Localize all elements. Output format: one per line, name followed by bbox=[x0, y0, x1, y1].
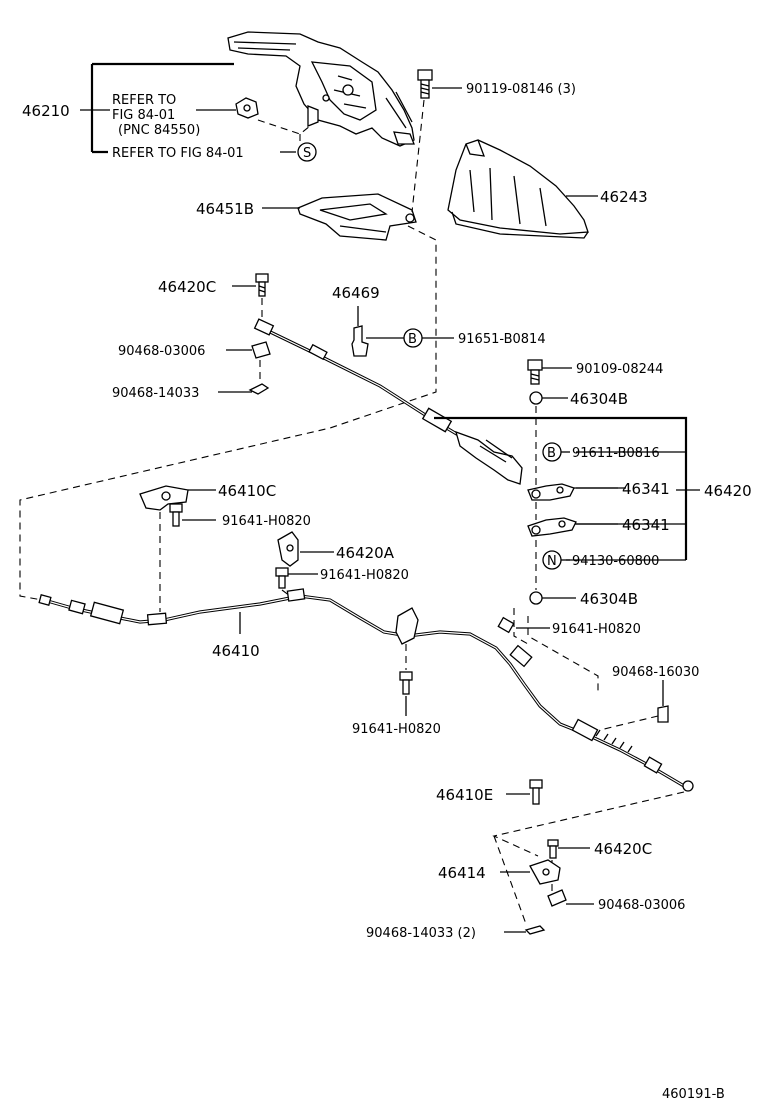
label-46414: 46414 bbox=[438, 864, 486, 882]
parking-brake-lever-assembly bbox=[227, 31, 415, 147]
label-91651: 91651-B0814 bbox=[458, 332, 546, 347]
bolt-90119-icon bbox=[417, 69, 433, 99]
label-91641-2: 91641-H0820 bbox=[320, 568, 409, 583]
label-91641-3: 91641-H0820 bbox=[352, 722, 441, 737]
bracket-plate-46451B bbox=[297, 193, 417, 241]
label-91611: 91611-B0816 bbox=[572, 446, 660, 461]
label-46420C-bot: 46420C bbox=[594, 840, 652, 858]
label-94130: 94130-60800 bbox=[572, 554, 659, 569]
label-90119: 90119-08146 (3) bbox=[466, 82, 576, 97]
label-46420C-top: 46420C bbox=[158, 278, 216, 296]
label-46410: 46410 bbox=[212, 642, 260, 660]
label-46243: 46243 bbox=[600, 188, 648, 206]
label-46210: 46210 bbox=[22, 102, 70, 120]
label-46304B-top: 46304B bbox=[570, 390, 628, 408]
console-boot-46243 bbox=[447, 139, 589, 239]
label-refer1-c: (PNC 84550) bbox=[118, 123, 200, 138]
label-46341-b: 46341 bbox=[622, 516, 670, 534]
label-90468-03006-top: 90468-03006 bbox=[118, 344, 205, 359]
label-46341-a: 46341 bbox=[622, 480, 670, 498]
label-refer1-a: REFER TO bbox=[112, 93, 176, 108]
refer-clip-part bbox=[235, 97, 259, 119]
symbol-b-1: B bbox=[408, 332, 417, 347]
label-46420A: 46420A bbox=[336, 544, 395, 562]
symbol-n: N bbox=[547, 554, 557, 569]
rear-cable-46410 bbox=[38, 485, 694, 792]
label-90468-16030: 90468-16030 bbox=[612, 665, 699, 680]
symbol-s: S bbox=[303, 146, 311, 161]
label-46469: 46469 bbox=[332, 284, 380, 302]
label-46410E: 46410E bbox=[436, 786, 493, 804]
label-refer2: REFER TO FIG 84-01 bbox=[112, 146, 244, 161]
label-90468-14033-top: 90468-14033 bbox=[112, 386, 199, 401]
leaders-upper bbox=[19, 62, 598, 601]
label-46410C: 46410C bbox=[218, 482, 276, 500]
figure-id: 460191-B bbox=[662, 1087, 725, 1102]
label-46451B: 46451B bbox=[196, 200, 254, 218]
label-refer1-b: FIG 84-01 bbox=[112, 108, 175, 123]
label-90468-03006-bot: 90468-03006 bbox=[598, 898, 685, 913]
front-cable-46420 bbox=[218, 273, 700, 561]
label-91641-4: 91641-H0820 bbox=[552, 622, 641, 637]
label-90109: 90109-08244 bbox=[576, 362, 663, 377]
symbol-b-2: B bbox=[547, 446, 556, 461]
label-46420: 46420 bbox=[704, 482, 752, 500]
rear-bracket-parts bbox=[492, 779, 685, 935]
label-90468-14033-bot: 90468-14033 (2) bbox=[366, 926, 476, 941]
label-91641-1: 91641-H0820 bbox=[222, 514, 311, 529]
equalizer-parts bbox=[527, 359, 577, 605]
label-46304B-bot: 46304B bbox=[580, 590, 638, 608]
